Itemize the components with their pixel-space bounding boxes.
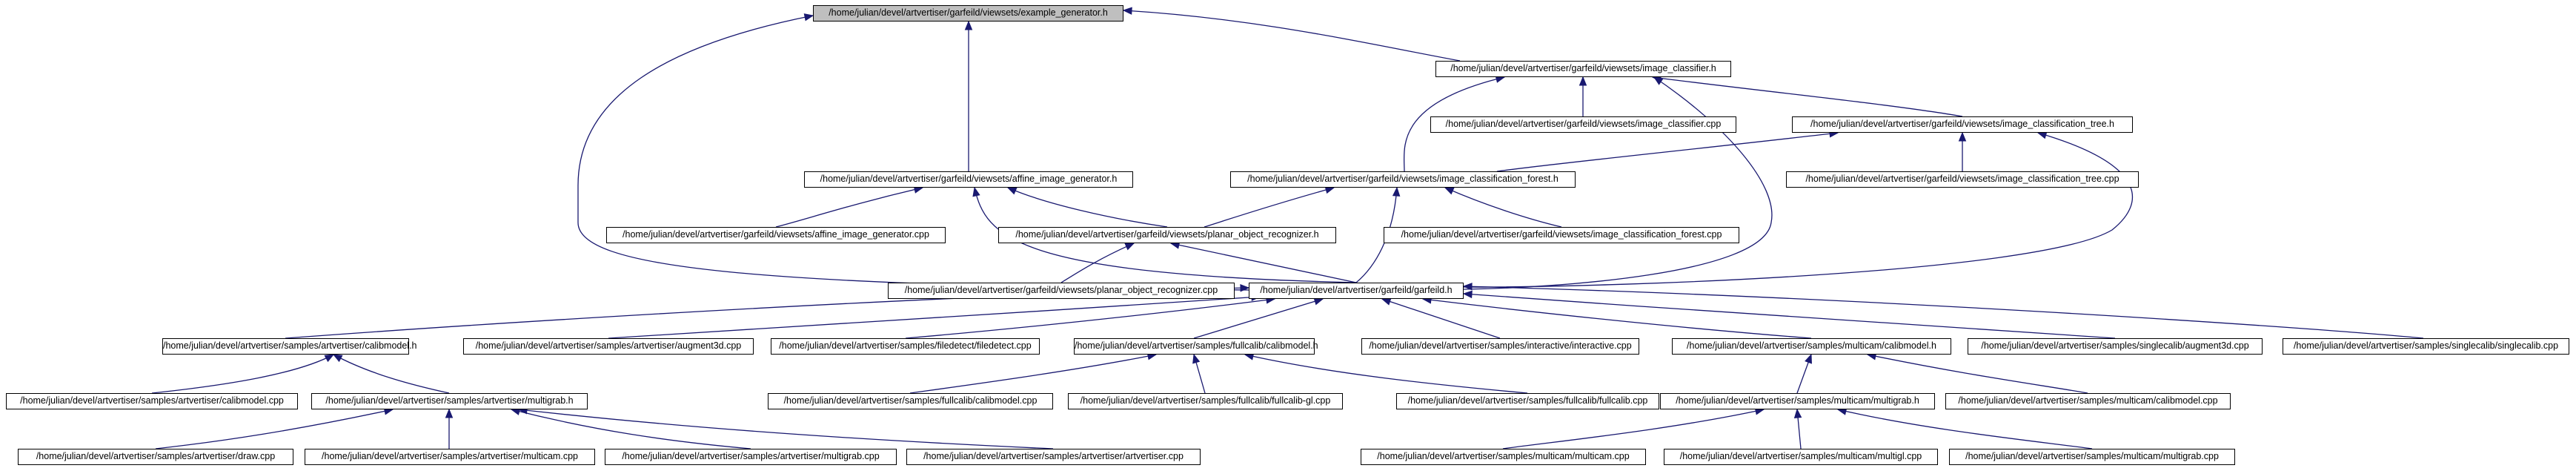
- arrowhead: [332, 354, 343, 363]
- include-edge: [1422, 298, 1812, 339]
- node-singlecalib-augment3d-cpp[interactable]: /home/julian/devel/artvertiser/samples/s…: [1968, 338, 2263, 355]
- arrowhead: [445, 408, 454, 418]
- arrowhead: [964, 20, 973, 30]
- node-image-classification-tree-h[interactable]: /home/julian/devel/artvertiser/garfeild/…: [1792, 116, 2133, 133]
- arrowhead: [1793, 408, 1802, 418]
- node-image-classification-tree-cpp[interactable]: /home/julian/devel/artvertiser/garfeild/…: [1786, 171, 2139, 188]
- node-artvertiser-artvertiser-cpp[interactable]: /home/julian/devel/artvertiser/samples/a…: [906, 449, 1201, 465]
- arrowhead: [1392, 186, 1401, 197]
- arrowhead: [1444, 187, 1455, 195]
- node-multicam-multicam-cpp[interactable]: /home/julian/devel/artvertiser/samples/m…: [1361, 449, 1646, 465]
- arrowhead: [1006, 187, 1018, 195]
- node-image-classification-forest-h[interactable]: /home/julian/devel/artvertiser/garfeild/…: [1230, 171, 1576, 188]
- node-affine-image-generator-h[interactable]: /home/julian/devel/artvertiser/garfeild/…: [804, 171, 1133, 188]
- arrowhead: [1653, 76, 1664, 85]
- arrowhead: [1240, 284, 1250, 292]
- include-edge: [1204, 187, 1335, 228]
- node-multicam-multigrab-h[interactable]: /home/julian/devel/artvertiser/samples/m…: [1660, 393, 1935, 409]
- node-artvertiser-draw-cpp[interactable]: /home/julian/devel/artvertiser/samples/a…: [18, 449, 293, 465]
- node-artvertiser-calibmodel-cpp[interactable]: /home/julian/devel/artvertiser/samples/a…: [6, 393, 298, 409]
- node-multicam-multigrab-cpp[interactable]: /home/julian/devel/artvertiser/samples/m…: [1949, 449, 2235, 465]
- arrowhead: [1124, 243, 1135, 251]
- include-edge: [577, 15, 1249, 291]
- node-image-classification-forest-cpp[interactable]: /home/julian/devel/artvertiser/garfeild/…: [1384, 227, 1739, 243]
- node-multicam-calibmodel-h[interactable]: /home/julian/devel/artvertiser/samples/m…: [1672, 338, 1951, 355]
- node-fullcalib-gl-cpp[interactable]: /home/julian/devel/artvertiser/samples/f…: [1068, 393, 1343, 409]
- include-edge: [1463, 76, 1773, 290]
- node-image-classifier-cpp[interactable]: /home/julian/devel/artvertiser/garfeild/…: [1430, 116, 1736, 133]
- node-artvertiser-multicam-cpp[interactable]: /home/julian/devel/artvertiser/samples/a…: [305, 449, 595, 465]
- arrowhead: [803, 13, 814, 22]
- node-artvertiser-multigrab-cpp[interactable]: /home/julian/devel/artvertiser/samples/a…: [605, 449, 897, 465]
- node-multicam-calibmodel-cpp[interactable]: /home/julian/devel/artvertiser/samples/m…: [1945, 393, 2231, 409]
- include-edge: [1463, 132, 2134, 288]
- include-edge: [333, 354, 450, 394]
- arrowhead: [1958, 131, 1967, 142]
- node-interactive-cpp[interactable]: /home/julian/devel/artvertiser/samples/i…: [1361, 338, 1639, 355]
- node-image-classifier-h[interactable]: /home/julian/devel/artvertiser/garfeild/…: [1435, 61, 1731, 77]
- node-filedetect-cpp[interactable]: /home/julian/devel/artvertiser/samples/f…: [771, 338, 1040, 355]
- include-edge: [1170, 243, 1357, 283]
- node-affine-image-generator-cpp[interactable]: /home/julian/devel/artvertiser/garfeild/…: [606, 227, 946, 243]
- include-edge: [909, 354, 1157, 394]
- include-edge: [1444, 187, 1562, 228]
- node-singlecalib-cpp[interactable]: /home/julian/devel/artvertiser/samples/s…: [2283, 338, 2569, 355]
- node-planar-object-recognizer-h[interactable]: /home/julian/devel/artvertiser/garfeild/…: [998, 227, 1336, 243]
- node-example-generator-h[interactable]: /home/julian/devel/artvertiser/garfeild/…: [813, 5, 1123, 22]
- node-multicam-multigl-cpp[interactable]: /home/julian/devel/artvertiser/samples/m…: [1664, 449, 1938, 465]
- arrowhead: [1381, 297, 1392, 306]
- node-fullcalib-cpp[interactable]: /home/julian/devel/artvertiser/samples/f…: [1396, 393, 1659, 409]
- include-edge: [518, 409, 1054, 449]
- include-edge: [608, 296, 1261, 339]
- include-edge: [511, 409, 751, 449]
- arrowhead: [324, 354, 335, 363]
- arrowhead: [1192, 353, 1201, 364]
- node-fullcalib-calibmodel-h[interactable]: /home/julian/devel/artvertiser/samples/f…: [1074, 338, 1318, 355]
- include-edge: [1244, 354, 1528, 394]
- include-edge: [1463, 286, 2424, 339]
- arrowhead: [1462, 283, 1473, 291]
- include-edge: [1403, 76, 1505, 172]
- node-artvertiser-multigrab-h[interactable]: /home/julian/devel/artvertiser/samples/a…: [311, 393, 588, 409]
- arrowhead: [1579, 76, 1587, 86]
- include-edge: [1837, 409, 2093, 449]
- arrowhead: [1462, 290, 1473, 299]
- include-edge: [1463, 293, 2116, 339]
- include-edge: [151, 354, 334, 394]
- include-edge: [905, 298, 1275, 339]
- include-edge: [1007, 187, 1168, 228]
- include-edge: [1123, 10, 1461, 62]
- include-edge: [775, 187, 923, 228]
- node-artvertiser-augment3d-cpp[interactable]: /home/julian/devel/artvertiser/samples/a…: [463, 338, 754, 355]
- include-edge: [1652, 76, 1963, 117]
- node-artvertiser-calibmodel-h[interactable]: /home/julian/devel/artvertiser/samples/a…: [162, 338, 417, 355]
- include-edge: [1496, 132, 1839, 172]
- arrowhead: [972, 186, 980, 197]
- include-edge: [1060, 243, 1135, 283]
- arrowhead: [1805, 353, 1812, 364]
- arrowhead: [1122, 7, 1132, 15]
- include-edge: [1867, 354, 2088, 394]
- arrowhead: [2036, 131, 2048, 139]
- include-edge: [974, 187, 1357, 283]
- node-garfeild-h[interactable]: /home/julian/devel/artvertiser/garfeild/…: [1249, 283, 1464, 299]
- include-edge: [1355, 187, 1398, 283]
- node-fullcalib-calibmodel-cpp[interactable]: /home/julian/devel/artvertiser/samples/f…: [768, 393, 1053, 409]
- arrowhead: [1313, 297, 1324, 306]
- include-edge: [1502, 409, 1765, 449]
- node-planar-object-recognizer-cpp[interactable]: /home/julian/devel/artvertiser/garfeild/…: [888, 283, 1235, 299]
- include-edge: [1381, 298, 1501, 339]
- include-edge: [1193, 298, 1324, 339]
- include-edge: [155, 409, 394, 449]
